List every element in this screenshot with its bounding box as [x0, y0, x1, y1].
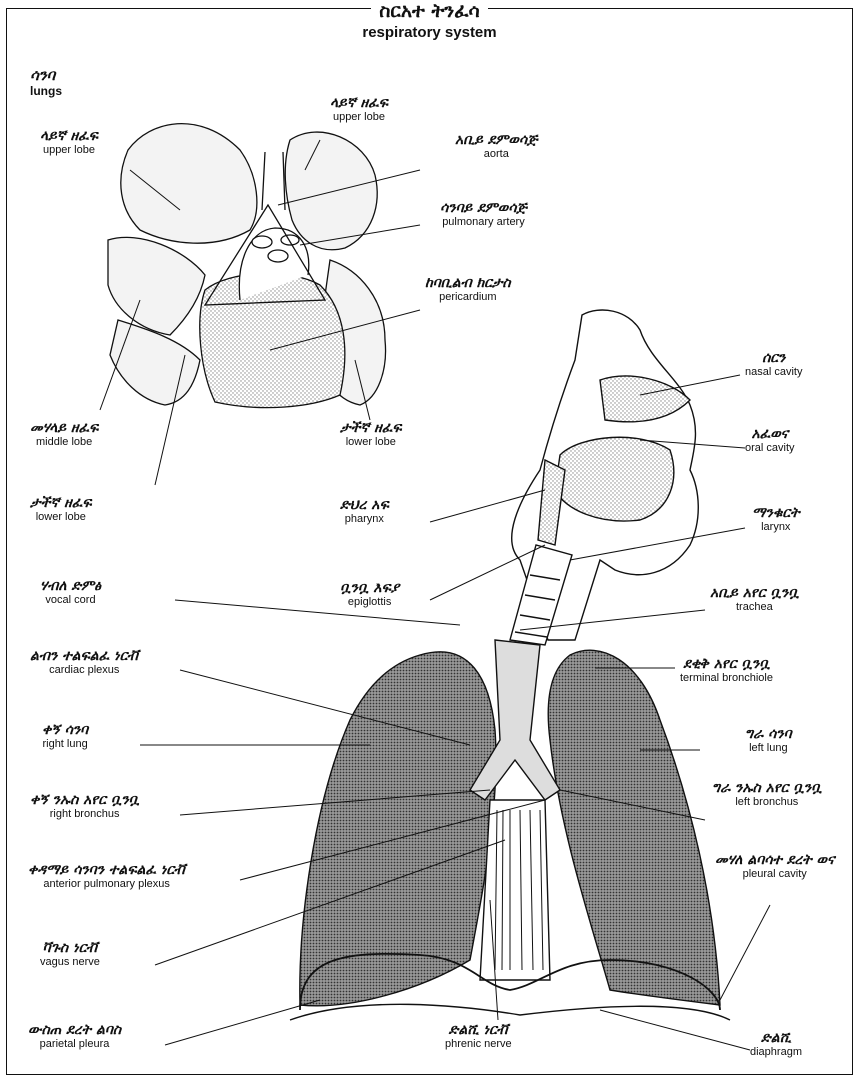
label-lower-lobe-right: ታችኛ ዘፈፍ lower lobe	[30, 495, 92, 524]
label-cardiac-plexus: ልብን ተልፍልፈ ነርቭ cardiac plexus	[30, 648, 139, 677]
right-lower-lobe-shape	[110, 320, 200, 405]
label-pulmonary-artery: ሳንባይ ደምወሳጅ pulmonary artery	[440, 200, 527, 229]
label-anterior-pulmonary-plexus: ቀዳማይ ሳንባን ተልፍልፈ ነርቭ anterior pulmonary p…	[28, 862, 185, 891]
diaphragm-lower-curve	[290, 1004, 730, 1020]
title-english: respiratory system	[0, 24, 859, 41]
label-right-lung: ቀኝ ሳንባ right lung	[42, 722, 88, 751]
vessel-ring-1	[252, 236, 272, 248]
right-lung-shape	[300, 652, 496, 1006]
label-vagus-nerve: ቫጉስ ነርቭ vagus nerve	[40, 940, 100, 969]
leader-pleural-cavity	[720, 905, 770, 1000]
label-pericardium: ከባቢልብ ክርታስ pericardium	[425, 275, 511, 304]
label-phrenic-nerve: ድልሺ ነርቭ phrenic nerve	[445, 1022, 512, 1051]
label-trachea: አቢይ አየር ቧንቧ trachea	[710, 585, 799, 614]
label-parietal-pleura: ውስጠ ደረት ልባስ parietal pleura	[28, 1022, 121, 1051]
label-diaphragm: ድልሺ diaphragm	[750, 1030, 802, 1059]
head-airway-figure	[510, 310, 698, 645]
heart-shape	[200, 274, 345, 408]
leader-vocal-cord	[175, 600, 460, 625]
leader-diaphragm	[600, 1010, 750, 1050]
main-lungs-figure	[290, 640, 730, 1020]
right-upper-lobe-shape	[121, 124, 257, 244]
label-nasal-cavity: ሰርን nasal cavity	[745, 350, 802, 379]
label-terminal-bronchiole: ደቂቅ አየር ቧንቧ terminal bronchiole	[680, 656, 773, 685]
left-upper-lobe-shape	[285, 132, 377, 250]
oral-cavity-shape	[555, 437, 674, 521]
label-middle-lobe: መሃላይ ዘፈፍ middle lobe	[30, 420, 98, 449]
label-left-bronchus: ግራ ንኡስ አየር ቧንቧ left bronchus	[712, 780, 822, 809]
label-larynx: ማንቁርት larynx	[752, 505, 800, 534]
vessel-ring-2	[268, 250, 288, 262]
title-amharic: ስርአተ ትንፈሳ	[371, 0, 487, 22]
label-upper-lobe-left: ላይኛ ዘፈፍ upper lobe	[40, 128, 98, 157]
label-lower-lobe-left: ታችኛ ዘፈፍ lower lobe	[340, 420, 402, 449]
trachea-top-shape	[262, 152, 285, 210]
label-vocal-cord: ሃብለ ድምፅ vocal cord	[40, 578, 101, 607]
label-pharynx: ድህረ አፍ pharynx	[340, 497, 389, 526]
label-right-bronchus: ቀኝ ንኡስ አየር ቧንቧ right bronchus	[30, 792, 139, 821]
lungs-heart-figure	[108, 124, 386, 408]
label-upper-lobe-right: ላይኛ ዘፈፍ upper lobe	[330, 95, 388, 124]
mediastinum-space	[480, 800, 550, 980]
vessel-ring-3	[281, 235, 299, 245]
lungs-heading-english: lungs	[30, 84, 62, 98]
leader-parietal-pleura	[165, 1000, 320, 1045]
label-epiglottis: ቧንቧ እፍያ epiglottis	[340, 580, 399, 609]
label-left-lung: ግራ ሳንባ left lung	[745, 726, 792, 755]
diagram-title: ስርአተ ትንፈሳ respiratory system	[0, 0, 859, 41]
left-lung-shape	[548, 650, 720, 1005]
lungs-heading-amharic: ሳንባ	[30, 66, 62, 84]
lungs-heading: ሳንባ lungs	[30, 66, 62, 98]
label-aorta: አቢይ ደምወሳጅ aorta	[455, 132, 538, 161]
label-oral-cavity: አፈወና oral cavity	[745, 426, 795, 455]
right-middle-lobe-shape	[108, 237, 205, 335]
label-pleural-cavity: መሃለ ልባሳተ ደረት ወና pleural cavity	[715, 852, 834, 881]
